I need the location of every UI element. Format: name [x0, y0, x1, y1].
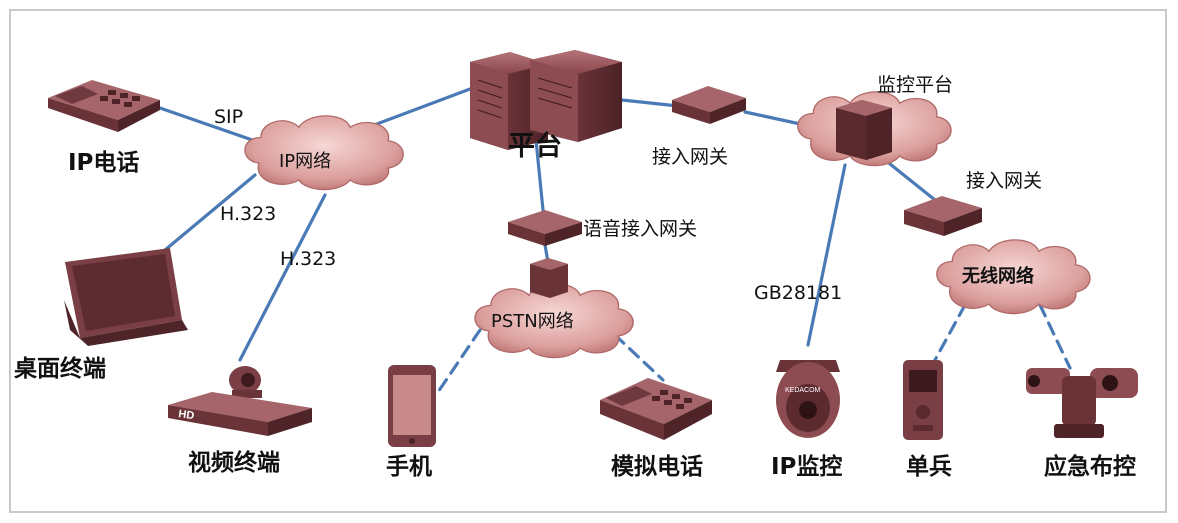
connection-lines [158, 84, 937, 362]
gb28181-protocol-label: GB28181 [754, 282, 843, 304]
platform-server-icon [470, 50, 622, 150]
link-platform-voicegw [534, 138, 545, 212]
monitor-platform-label: 监控平台 [877, 74, 954, 96]
link-gw1-monitor [743, 110, 807, 127]
sip-protocol-label: SIP [214, 106, 244, 128]
voice-gateway-icon [508, 210, 582, 298]
ip-phone-label: IP电话 [68, 150, 140, 176]
link-platform-gw1 [620, 98, 680, 108]
link-video-ipnet [238, 193, 327, 362]
svg-text:KEDACOM: KEDACOM [785, 387, 821, 394]
analog-phone-label: 模拟电话 [611, 454, 703, 480]
access-gateway-1-icon [672, 86, 746, 124]
link-wireless-emergency [1038, 303, 1072, 370]
pstn-network-label: PSTN网络 [491, 311, 574, 332]
platform-label: 平台 [508, 131, 562, 162]
link-ipphone-ipnet [158, 106, 260, 144]
wireless-network-label: 无线网络 [962, 266, 1034, 287]
access-gateway-2-icon [904, 196, 982, 236]
link-pstn-analog [613, 333, 665, 382]
emergency-label: 应急布控 [1044, 454, 1136, 480]
link-monitor-camera [806, 163, 847, 347]
h323-protocol-label-b: H.323 [280, 248, 337, 270]
soldier-label: 单兵 [906, 454, 952, 480]
link-desktop-ipnet [163, 173, 257, 252]
desktop-terminal-icon [64, 248, 188, 346]
video-terminal-icon: HD [168, 366, 312, 436]
emergency-ptz-icon [1026, 368, 1138, 438]
soldier-device-icon [903, 360, 943, 440]
h323-protocol-label-a: H.323 [220, 203, 277, 225]
ip-monitor-label: IP监控 [771, 454, 843, 480]
video-terminal-label: 视频终端 [188, 450, 280, 476]
ip-camera-icon: KEDACOM [776, 360, 840, 438]
link-wireless-soldier [933, 303, 967, 362]
link-monitor-gw2 [883, 158, 937, 202]
mobile-label: 手机 [386, 454, 432, 480]
ip-phone-icon [48, 80, 160, 132]
mobile-phone-icon [388, 365, 436, 447]
voice-gateway-label: 语音接入网关 [583, 218, 698, 240]
ip-network-label: IP网络 [279, 151, 332, 172]
access-gateway-2-label: 接入网关 [966, 170, 1043, 192]
wireless-lines [434, 303, 1072, 397]
svg-text:HD: HD [178, 408, 195, 422]
monitor-platform-server-icon [836, 100, 892, 160]
access-gateway-1-label: 接入网关 [652, 146, 729, 168]
desktop-terminal-label: 桌面终端 [14, 356, 106, 382]
diagram-frame [9, 9, 1167, 513]
link-pstn-mobile [434, 328, 482, 397]
analog-phone-icon [600, 378, 712, 440]
